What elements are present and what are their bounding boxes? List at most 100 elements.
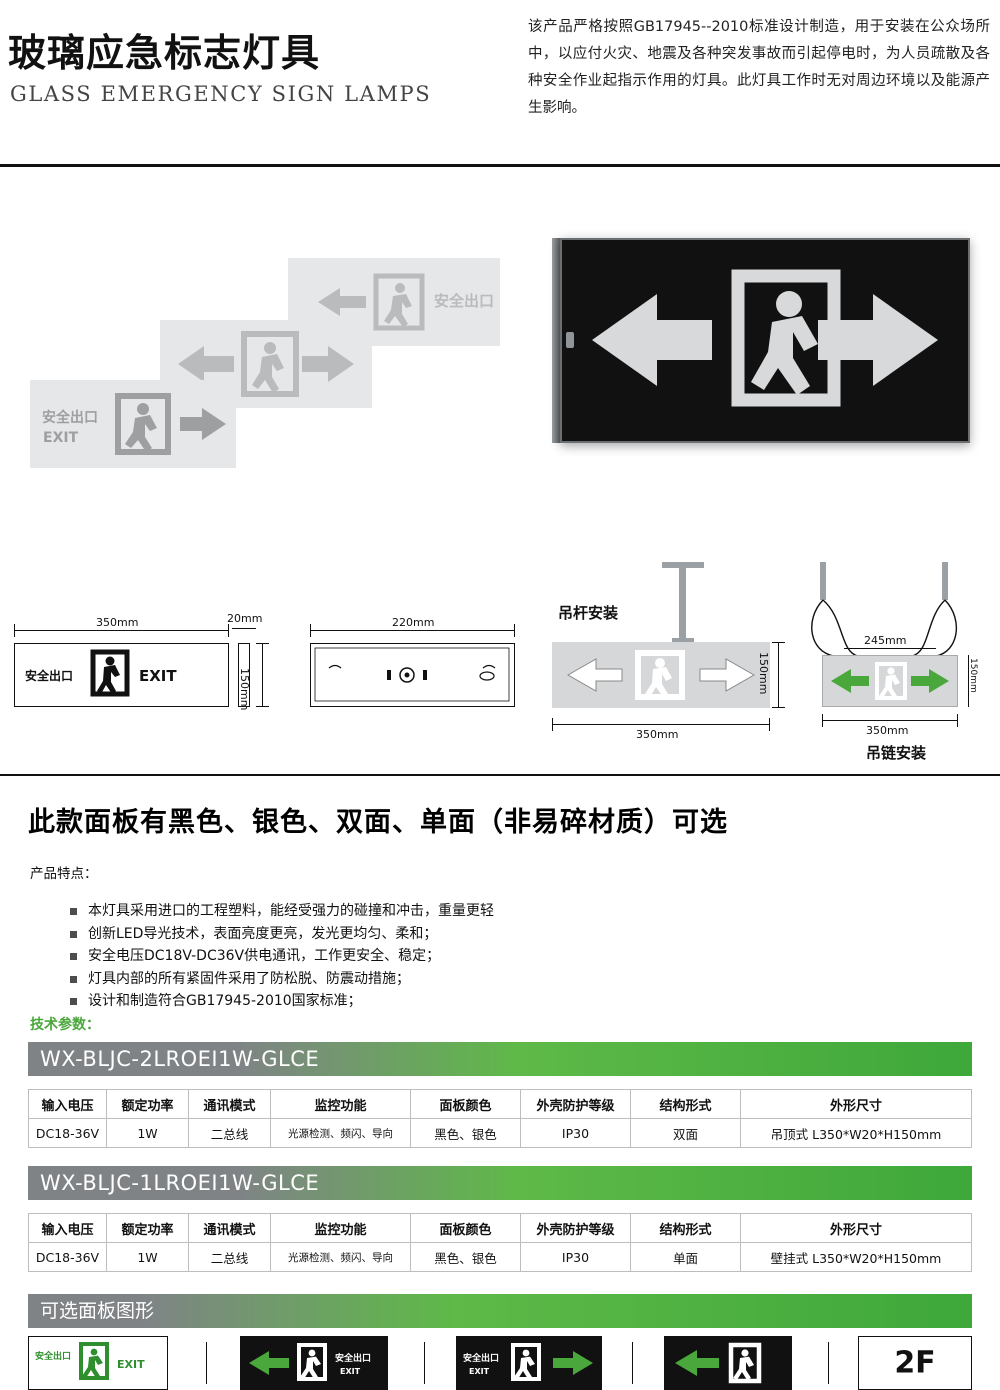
table-header-cell: 输入电压	[28, 1089, 107, 1119]
svg-text:安全出口: 安全出口	[434, 292, 494, 310]
table-cell: 壁挂式 L350*W20*H150mm	[740, 1242, 972, 1272]
table-cell: 单面	[630, 1242, 741, 1272]
front-width-label: 350mm	[92, 616, 143, 629]
svg-text:安全出口: 安全出口	[335, 1352, 371, 1364]
chain-mount-label: 吊链安装	[866, 744, 927, 762]
panel-separator	[424, 1342, 425, 1384]
list-item: 本灯具采用进口的工程塑料，能经受强力的碰撞和冲击，重量更轻	[70, 901, 730, 923]
table-header-cell: 输入电压	[28, 1213, 107, 1243]
exit-sign-graphic-middle	[178, 331, 354, 397]
tick	[957, 714, 958, 727]
pole-mount-sign	[552, 642, 770, 708]
back-width-line	[310, 630, 515, 631]
svg-text:EXIT: EXIT	[117, 1358, 145, 1371]
table-cell: 黑色、银色	[410, 1118, 521, 1148]
table-cell: 二总线	[188, 1118, 271, 1148]
front-height-label: 150mm	[238, 668, 251, 711]
list-item: 设计和制造符合GB17945-2010国家标准；	[70, 991, 730, 1013]
table-cell: 1W	[106, 1242, 189, 1272]
tick	[772, 707, 785, 708]
table-header-cell: 额定功率	[106, 1213, 189, 1243]
table-header-cell: 面板颜色	[410, 1089, 521, 1119]
exit-sign-graphic-front: 安全出口 EXIT	[42, 393, 226, 455]
pole-mount-sign-graphic	[566, 650, 756, 700]
model-bar-2: WX-BLJC-1LROEⅠ1W-GLCE	[28, 1166, 972, 1200]
table-header-cell: 结构形式	[630, 1089, 741, 1119]
list-item: 安全电压DC18V-DC36V供电通讯，工作更安全、稳定；	[70, 946, 730, 968]
table-row: DC18-36V 1W 二总线 光源检测、频闪、导向 黑色、银色 IP30 双面…	[28, 1118, 972, 1148]
glass-plate-front: 安全出口 EXIT	[30, 380, 236, 468]
table-cell: 吊顶式 L350*W20*H150mm	[740, 1118, 972, 1148]
pole-height-line	[778, 642, 779, 708]
panel-separator	[632, 1342, 633, 1384]
chain-width-label: 350mm	[866, 724, 909, 737]
thickness-label: 20mm	[227, 612, 263, 625]
panel-separator	[828, 1342, 829, 1384]
svg-text:安全出口: 安全出口	[42, 409, 98, 426]
tick	[769, 718, 770, 731]
optional-panel-2: 安全出口 EXIT	[240, 1336, 388, 1390]
svg-text:EXIT: EXIT	[340, 1367, 361, 1376]
table-header-cell: 外形尺寸	[740, 1089, 972, 1119]
pole-width-label: 350mm	[636, 728, 679, 741]
chain-width-line	[822, 720, 958, 721]
table-header-cell: 监控功能	[270, 1089, 411, 1119]
svg-text:安全出口: 安全出口	[25, 668, 73, 683]
list-item: 灯具内部的所有紧固件采用了防松脱、防震动措施；	[70, 969, 730, 991]
optional-panels-row: 安全出口 EXIT 安全出口 EXIT 安全出口 EXIT	[28, 1336, 972, 1390]
tech-params-title: 技术参数：	[30, 1017, 100, 1033]
chain-inner-width-line	[844, 648, 936, 649]
main-exit-sign-graphic	[592, 269, 938, 407]
header-description: 该产品严格按照GB17945--2010标准设计制造，用于安装在公众场所中，以应…	[528, 19, 990, 116]
exit-sign-graphic-back: 安全出口	[318, 273, 494, 331]
tick	[256, 643, 269, 644]
mid-heading: 此款面板有黑色、银色、双面、单面（非易碎材质）可选	[28, 807, 728, 838]
list-item: 创新LED导光技术，表面亮度更亮，发光更均匀、柔和；	[70, 924, 730, 946]
table-cell: IP30	[520, 1242, 631, 1272]
chain-height-label: 150mm	[968, 658, 978, 693]
section-divider	[0, 774, 1000, 776]
table-cell: DC18-36V	[28, 1118, 107, 1148]
table-cell: DC18-36V	[28, 1242, 107, 1272]
table-row: DC18-36V 1W 二总线 光源检测、频闪、导向 黑色、银色 IP30 单面…	[28, 1242, 972, 1272]
tick	[228, 624, 229, 637]
height-line	[262, 643, 263, 707]
optional-panel-graphic-2: 安全出口 EXIT	[249, 1343, 371, 1381]
table-header-cell: 外壳防护等级	[520, 1213, 631, 1243]
spec-table-1: 输入电压 额定功率 通讯模式 监控功能 面板颜色 外壳防护等级 结构形式 外形尺…	[28, 1089, 972, 1148]
back-width-label: 220mm	[388, 616, 439, 629]
svg-text:安全出口: 安全出口	[463, 1352, 499, 1364]
features-title: 产品特点：	[30, 866, 98, 882]
table-row: 输入电压 额定功率 通讯模式 监控功能 面板颜色 外壳防护等级 结构形式 外形尺…	[28, 1213, 972, 1243]
page-header: 玻璃应急标志灯具 GLASS EMERGENCY SIGN LAMPS 该产品严…	[0, 0, 1000, 170]
pole-width-line	[552, 724, 770, 725]
table-cell: 光源检测、频闪、导向	[270, 1118, 411, 1148]
table-header-cell: 通讯模式	[188, 1213, 271, 1243]
panel-hinge	[566, 332, 574, 348]
optional-panels-bar: 可选面板图形	[28, 1294, 972, 1328]
table-cell: 双面	[630, 1118, 741, 1148]
page-title-cn: 玻璃应急标志灯具	[8, 31, 321, 75]
svg-text:EXIT: EXIT	[139, 667, 177, 685]
table-header-cell: 通讯模式	[188, 1089, 271, 1119]
front-width-line	[14, 630, 229, 631]
tick	[14, 624, 15, 637]
chain-height-line	[968, 655, 969, 707]
optional-panel-graphic-1: 安全出口 EXIT	[35, 1342, 145, 1380]
model-bar-1: WX-BLJC-2LROEⅠ1W-GLCE	[28, 1042, 972, 1076]
pole-mount-label: 吊杆安装	[558, 604, 619, 622]
dimension-drawings: 350mm 安全出口 EXIT 20mm 150mm 220mm 吊	[0, 560, 1000, 780]
header-divider	[0, 164, 1000, 167]
tick	[552, 718, 553, 731]
svg-text:EXIT: EXIT	[43, 430, 79, 446]
page-title-en: GLASS EMERGENCY SIGN LAMPS	[10, 82, 432, 106]
svg-text:EXIT: EXIT	[469, 1367, 490, 1376]
optional-panel-3: 安全出口 EXIT	[456, 1336, 602, 1390]
thickness-line	[232, 628, 256, 629]
spec-table-2: 输入电压 额定功率 通讯模式 监控功能 面板颜色 外壳防护等级 结构形式 外形尺…	[28, 1213, 972, 1272]
floor-indicator-text: 2F	[894, 1345, 936, 1381]
table-cell: 黑色、银色	[410, 1242, 521, 1272]
tick	[514, 624, 515, 637]
tick	[310, 624, 311, 637]
glass-plate-middle	[160, 320, 372, 408]
